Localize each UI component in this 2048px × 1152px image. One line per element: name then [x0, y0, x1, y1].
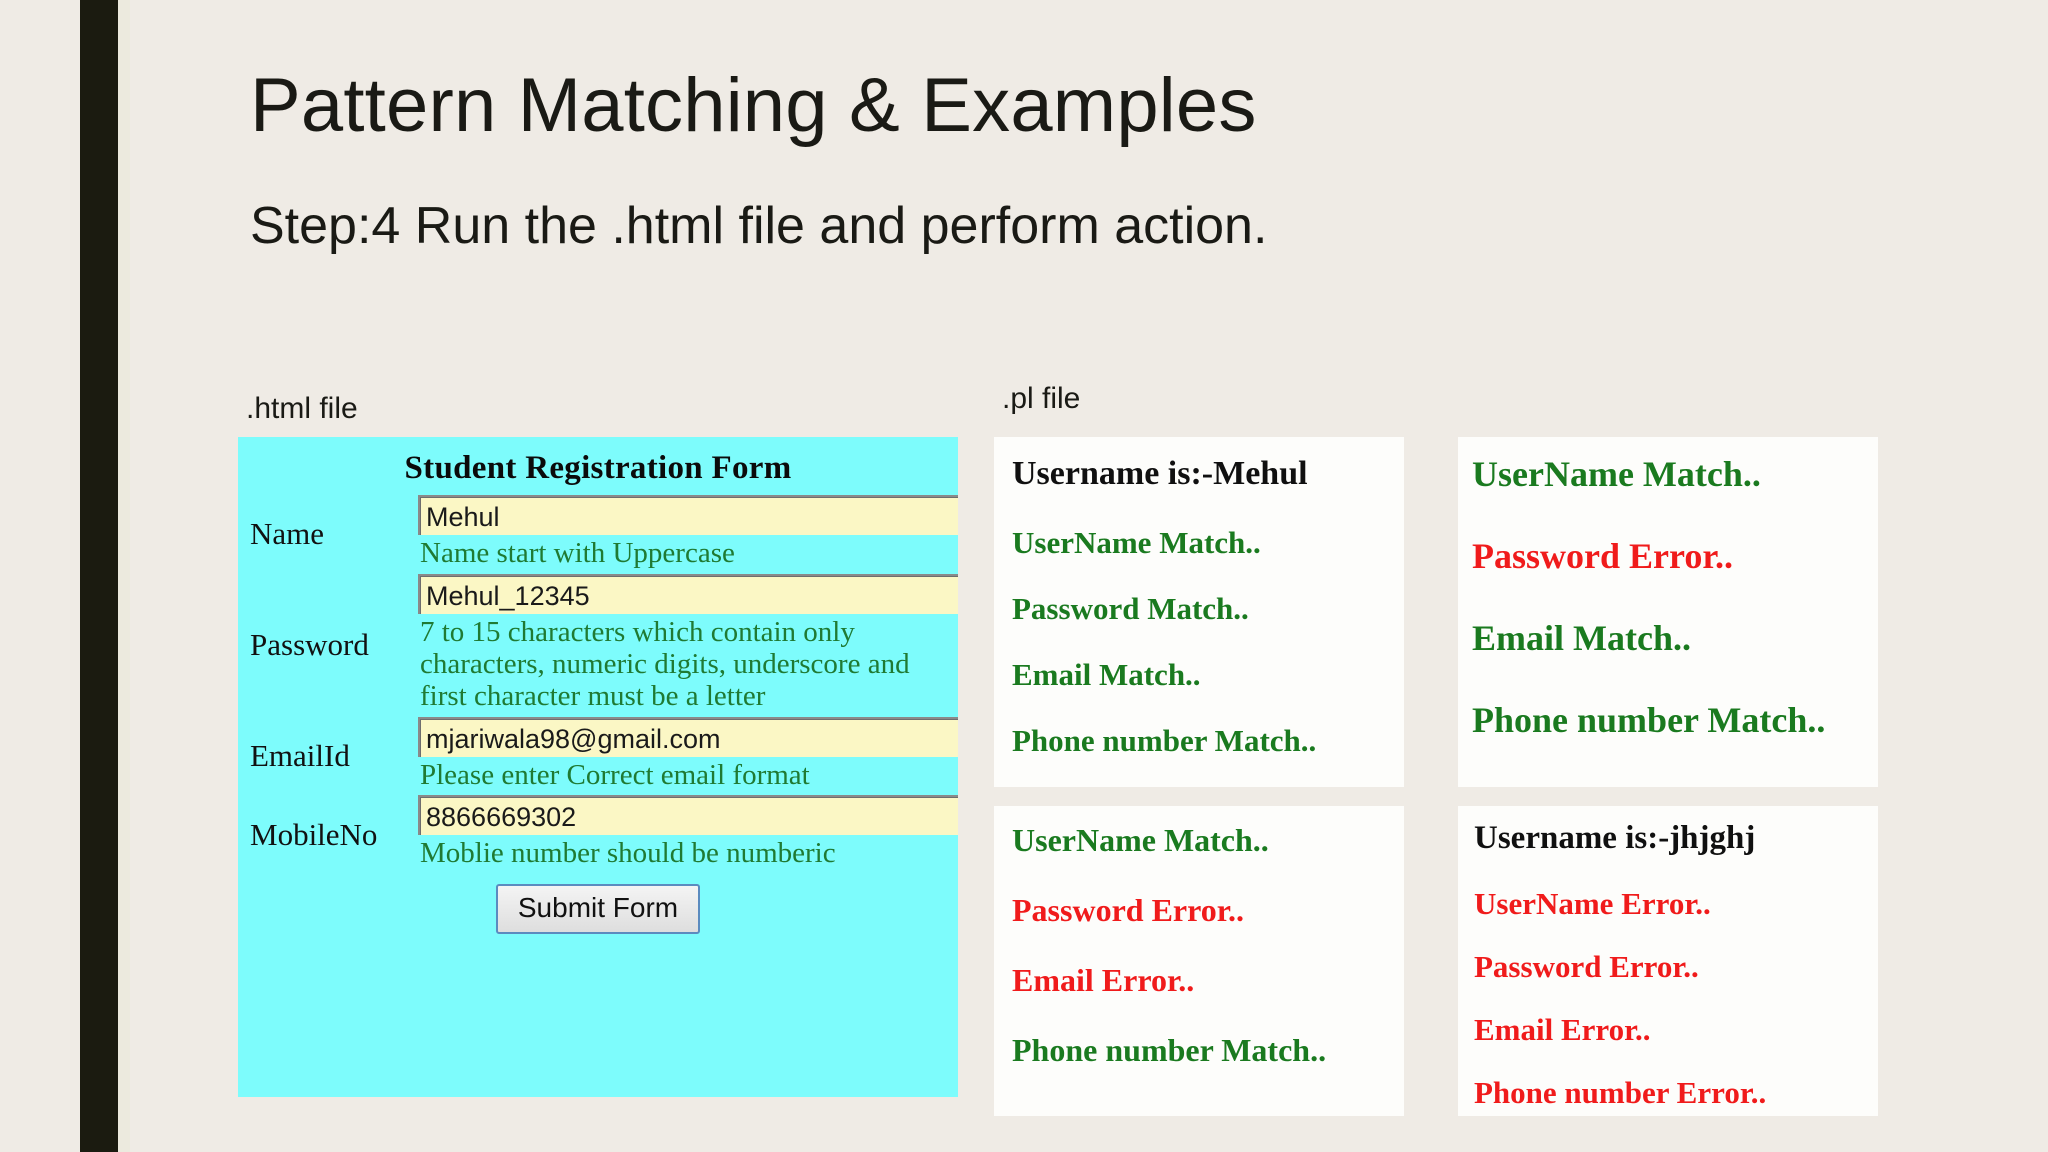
output-line-error: Password Error..	[1472, 536, 1733, 576]
page-subtitle: Step:4 Run the .html file and perform ac…	[250, 197, 1268, 255]
output-line-match: Phone number Match..	[1012, 1032, 1327, 1068]
output-panel-3: UserName Match.. Password Error.. Email Er…	[994, 806, 1404, 1116]
mobileno-hint: Moblie number should be numberic	[420, 837, 836, 870]
caption-pl-file: .pl file	[1002, 382, 1081, 415]
output-line-error: UserName Error..	[1474, 886, 1711, 921]
output-line-match: Email Match..	[1472, 618, 1691, 658]
output-line-error: Password Error..	[1474, 949, 1699, 984]
emailid-input[interactable]: mjariwala98@gmail.com	[418, 716, 958, 757]
left-margin	[0, 0, 80, 1152]
output-line-match: Password Match..	[1012, 591, 1249, 626]
output-line-error: Password Error..	[1012, 892, 1244, 928]
submit-row: Submit Form	[238, 874, 958, 935]
name-hint: Name start with Uppercase	[420, 537, 735, 569]
name-input[interactable]: Mehul	[418, 495, 958, 535]
label-emailid: EmailId	[250, 738, 350, 773]
password-hint: 7 to 15 characters which contain only ch…	[420, 615, 910, 712]
output-line-error: Email Error..	[1012, 962, 1195, 998]
submit-form-button[interactable]: Submit Form	[495, 884, 701, 935]
left-accent-strip	[118, 0, 130, 1152]
emailid-hint: Please enter Correct email format	[420, 758, 810, 791]
output-line-match: UserName Match..	[1012, 822, 1269, 858]
password-input[interactable]: Mehul_12345	[418, 573, 958, 614]
output-line-head: Username is:-jhjghj	[1474, 820, 1756, 856]
output-line-match: Phone number Match..	[1012, 723, 1317, 758]
output-line-error: Email Error..	[1474, 1012, 1651, 1047]
output-line-error: Phone number Error..	[1474, 1075, 1767, 1110]
label-name: Name	[250, 516, 325, 552]
label-password: Password	[250, 627, 369, 663]
caption-html-file: .html file	[246, 392, 358, 425]
output-line-match: Email Match..	[1012, 657, 1201, 692]
form-heading: Student Registration Form	[404, 450, 792, 486]
output-panel-2: UserName Match.. Password Error.. Email Ma…	[1458, 437, 1878, 787]
page-title: Pattern Matching & Examples	[250, 63, 1257, 148]
mobileno-input[interactable]: 8866669302	[418, 795, 958, 836]
output-line-match: Phone number Match..	[1472, 700, 1826, 740]
label-mobileno: MobileNo	[250, 816, 378, 852]
left-accent-bar	[80, 0, 118, 1152]
output-line-head: Username is:-Mehul	[1012, 455, 1308, 492]
output-line-match: UserName Match..	[1472, 454, 1761, 494]
output-line-match: UserName Match..	[1012, 525, 1261, 560]
